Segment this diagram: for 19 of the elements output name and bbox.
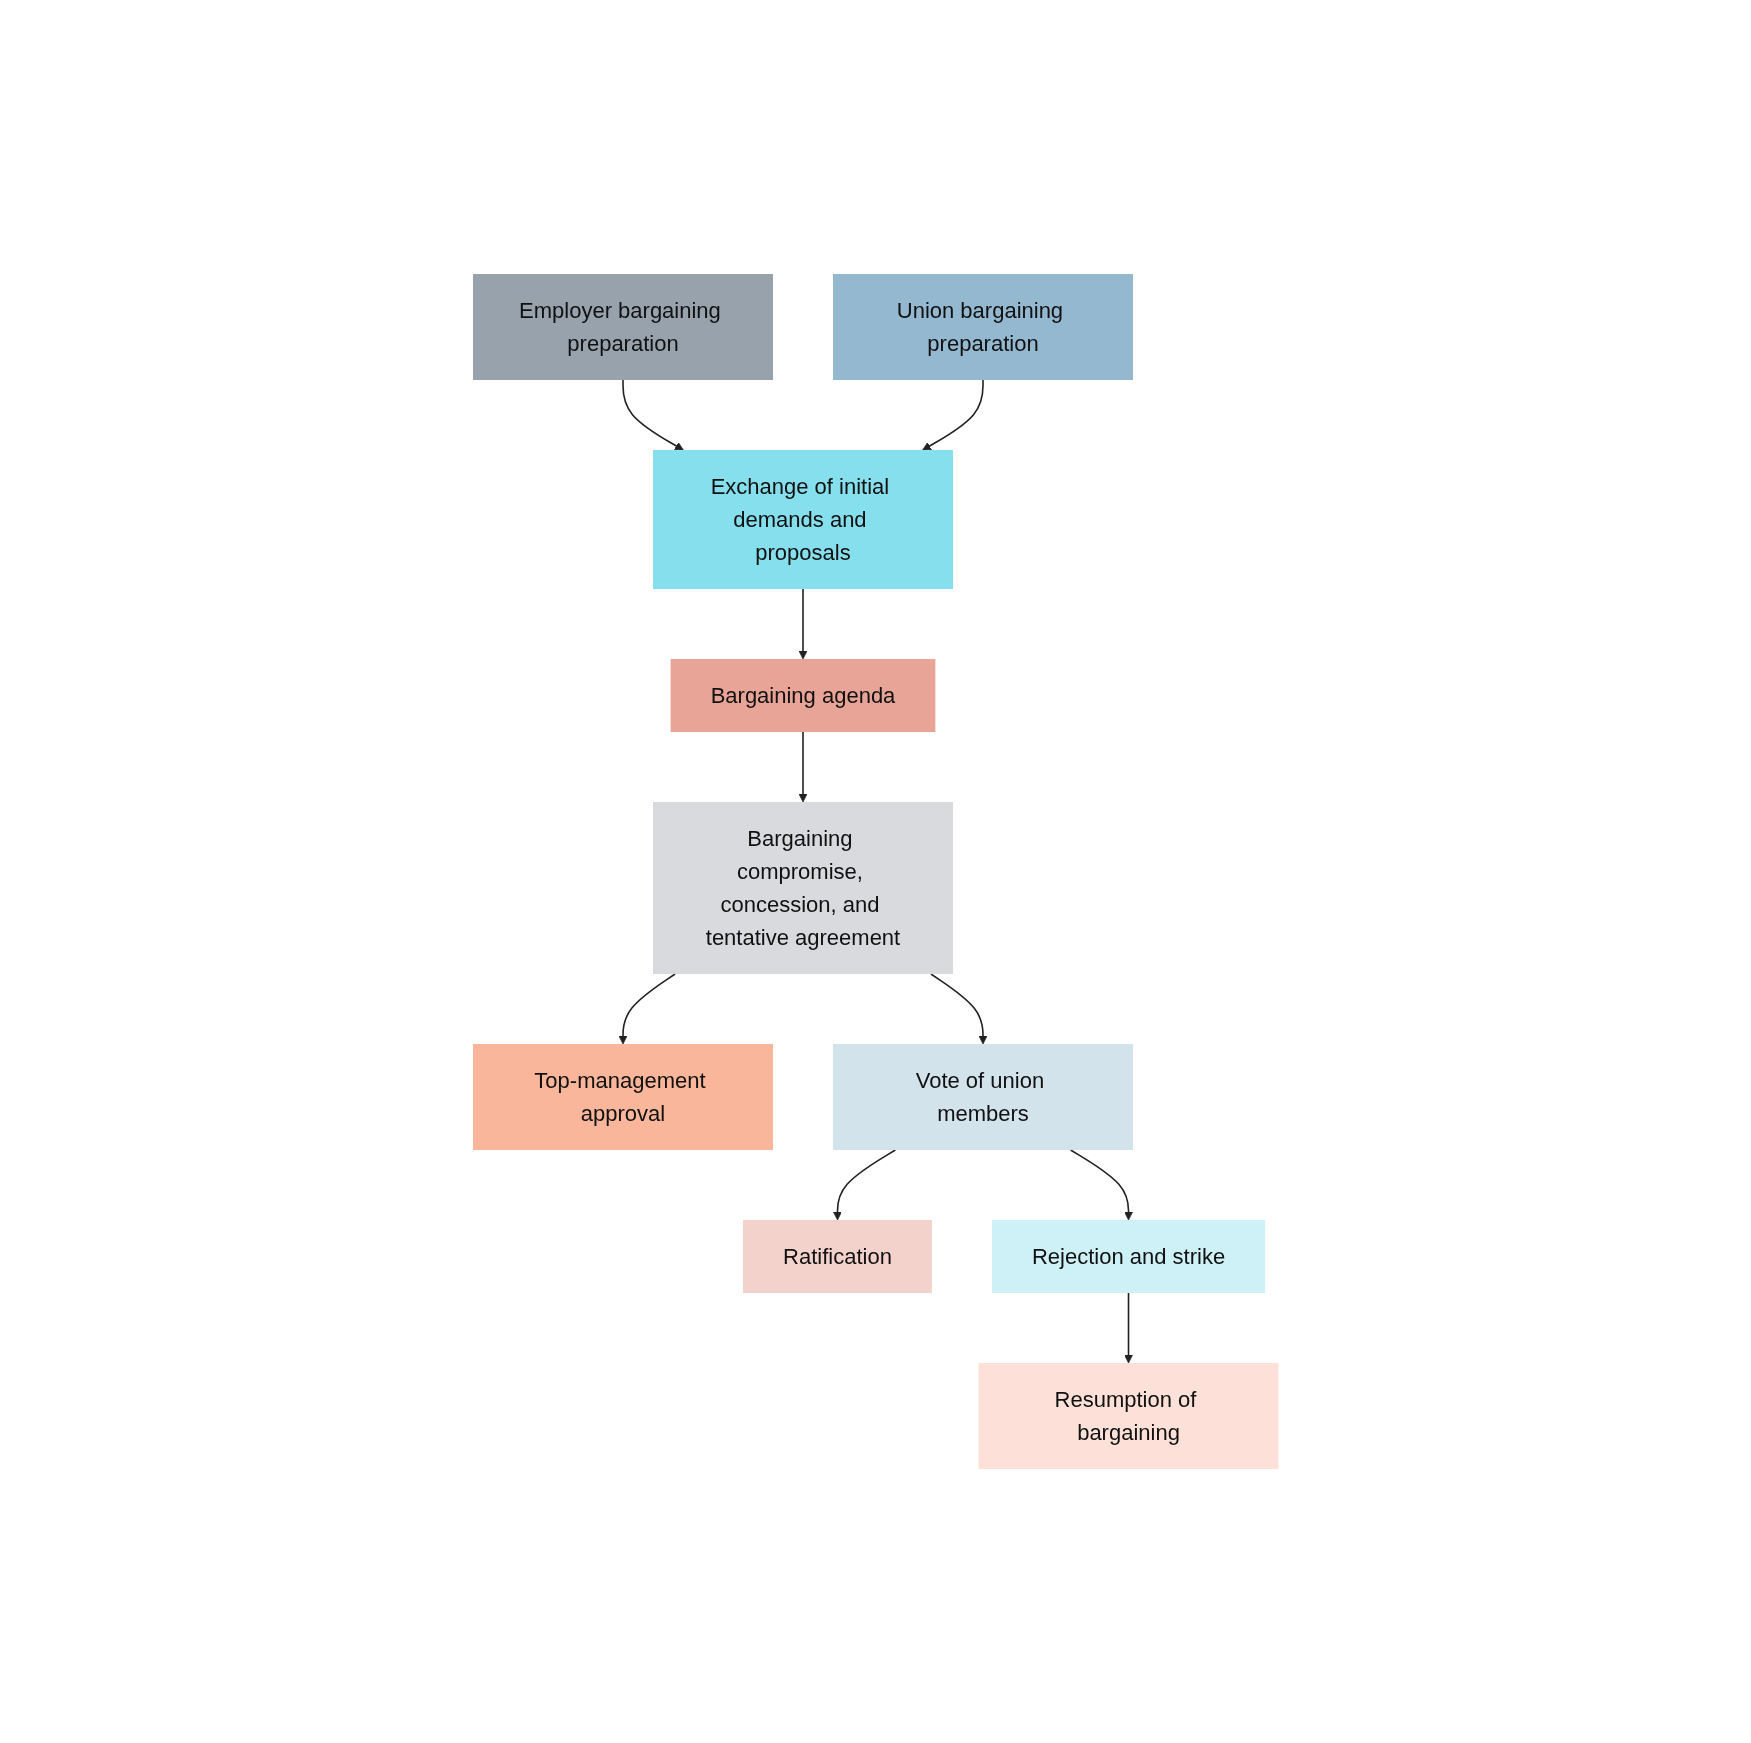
arrow bbox=[798, 588, 808, 660]
node-box: Union bargaining preparation bbox=[832, 274, 1133, 380]
node-box: Employer bargaining preparation bbox=[472, 274, 773, 380]
arrow bbox=[832, 1149, 896, 1221]
arrow bbox=[621, 379, 684, 451]
node-box: Bargaining compromise, concession, and tentative agreement bbox=[652, 802, 953, 974]
arrow bbox=[618, 973, 676, 1045]
arrow bbox=[1069, 1149, 1133, 1221]
node-box: Vote of union members bbox=[832, 1044, 1133, 1150]
arrow bbox=[1123, 1292, 1133, 1364]
arrow bbox=[922, 379, 984, 451]
node-box: Resumption of bargaining bbox=[978, 1363, 1279, 1469]
node-box: Ratification bbox=[742, 1220, 932, 1293]
arrow bbox=[929, 973, 988, 1045]
node-box: Bargaining agenda bbox=[670, 659, 936, 732]
node-box: Rejection and strike bbox=[991, 1220, 1265, 1293]
node-box: Exchange of initial demands and proposals bbox=[652, 450, 953, 589]
arrow bbox=[798, 731, 808, 803]
node-box: Top-management approval bbox=[472, 1044, 773, 1150]
